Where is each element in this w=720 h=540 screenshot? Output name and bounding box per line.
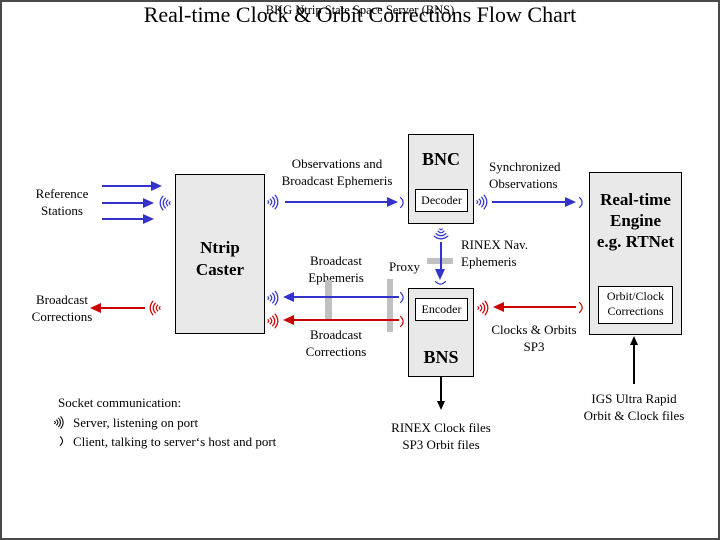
subtitle: BKG Ntrip State Space Server (BNS)	[265, 3, 455, 17]
ref-arrow-3-line	[102, 218, 143, 220]
client-socket-icon	[399, 196, 404, 209]
synchronized-label: Synchronized Observations	[489, 159, 561, 191]
legend-title: Socket communication:	[58, 395, 182, 410]
arrow-line	[294, 296, 399, 298]
arrow-line	[101, 307, 145, 309]
reference-stations-label: Reference Stations	[35, 186, 89, 218]
server-socket-icon	[159, 195, 171, 211]
encoder-box: Encoder	[415, 298, 468, 321]
server-socket-icon	[477, 300, 489, 316]
bns-box: Encoder BNS	[408, 288, 474, 377]
ntrip-caster-box: Ntrip Caster	[175, 174, 265, 334]
arrow-head	[437, 401, 445, 410]
orbit-clock-corrections-box: Orbit/Clock Corrections	[598, 286, 673, 324]
proxy-bar-vertical-2	[387, 279, 393, 332]
arrow-line	[633, 344, 635, 384]
arrow-head	[387, 197, 398, 207]
ref-arrow-1-line	[102, 185, 151, 187]
client-socket-icon	[578, 196, 583, 209]
broadcast-corrections-mid-label: Broadcast Corrections	[305, 327, 367, 359]
arrow-head	[435, 269, 445, 280]
server-socket-icon	[267, 313, 279, 329]
server-socket-icon	[267, 194, 279, 210]
rt-engine-label: Real-time Engine e.g. RTNet	[596, 190, 675, 251]
server-socket-icon	[267, 290, 279, 306]
igs-label: IGS Ultra Rapid Orbit & Clock files	[583, 391, 685, 423]
decoder-box: Decoder	[415, 189, 468, 212]
bns-label: BNS	[423, 347, 459, 367]
observations-label: Observations and Broadcast Ephemeris	[281, 156, 393, 188]
bnc-label: BNC	[421, 149, 460, 169]
proxy-bar-vertical-1	[325, 280, 332, 319]
client-socket-icon	[434, 280, 447, 285]
ref-arrow-1-head	[151, 181, 162, 191]
server-socket-icon	[433, 228, 449, 240]
server-socket-icon	[149, 300, 161, 316]
arrow-head	[283, 292, 294, 302]
broadcast-ephemeris-label: Broadcast Ephemeris	[308, 253, 364, 285]
ntrip-caster-label: Ntrip Caster	[195, 238, 245, 279]
proxy-label: Proxy	[389, 259, 421, 274]
ref-arrow-2-line	[102, 202, 143, 204]
arrow-line	[440, 242, 442, 270]
server-socket-icon	[476, 194, 488, 210]
arrow-head	[493, 302, 504, 312]
bnc-box: BNC Decoder	[408, 134, 474, 224]
arrow-head	[283, 315, 294, 325]
arrow-line	[294, 319, 399, 321]
client-socket-icon	[578, 301, 583, 314]
arrow-head	[90, 303, 101, 313]
legend-client-text: Client, talking to server‘s host and por…	[73, 434, 277, 449]
broadcast-corrections-left-label: Broadcast Corrections	[31, 292, 93, 324]
client-socket-icon	[399, 315, 404, 328]
arrow-line	[440, 377, 442, 403]
rt-engine-box: Real-time Engine e.g. RTNet Orbit/Clock …	[589, 172, 682, 335]
legend-server-text: Server, listening on port	[73, 415, 199, 430]
server-socket-icon	[54, 416, 64, 429]
rinex-files-label: RINEX Clock files SP3 Orbit files	[391, 420, 491, 452]
clocks-orbits-label: Clocks & Orbits SP3	[491, 322, 577, 354]
client-socket-icon	[59, 436, 64, 446]
ref-arrow-3-head	[143, 214, 154, 224]
page-title: Real-time Clock & Orbit Corrections Flow…	[143, 2, 577, 27]
ref-arrow-2-head	[143, 198, 154, 208]
rinex-nav-label: RINEX Nav. Ephemeris	[461, 237, 529, 269]
arrow-head	[630, 336, 638, 345]
arrow-line	[285, 201, 387, 203]
arrow-line	[504, 306, 576, 308]
client-socket-icon	[399, 291, 404, 304]
arrow-line	[492, 201, 565, 203]
arrow-head	[565, 197, 576, 207]
